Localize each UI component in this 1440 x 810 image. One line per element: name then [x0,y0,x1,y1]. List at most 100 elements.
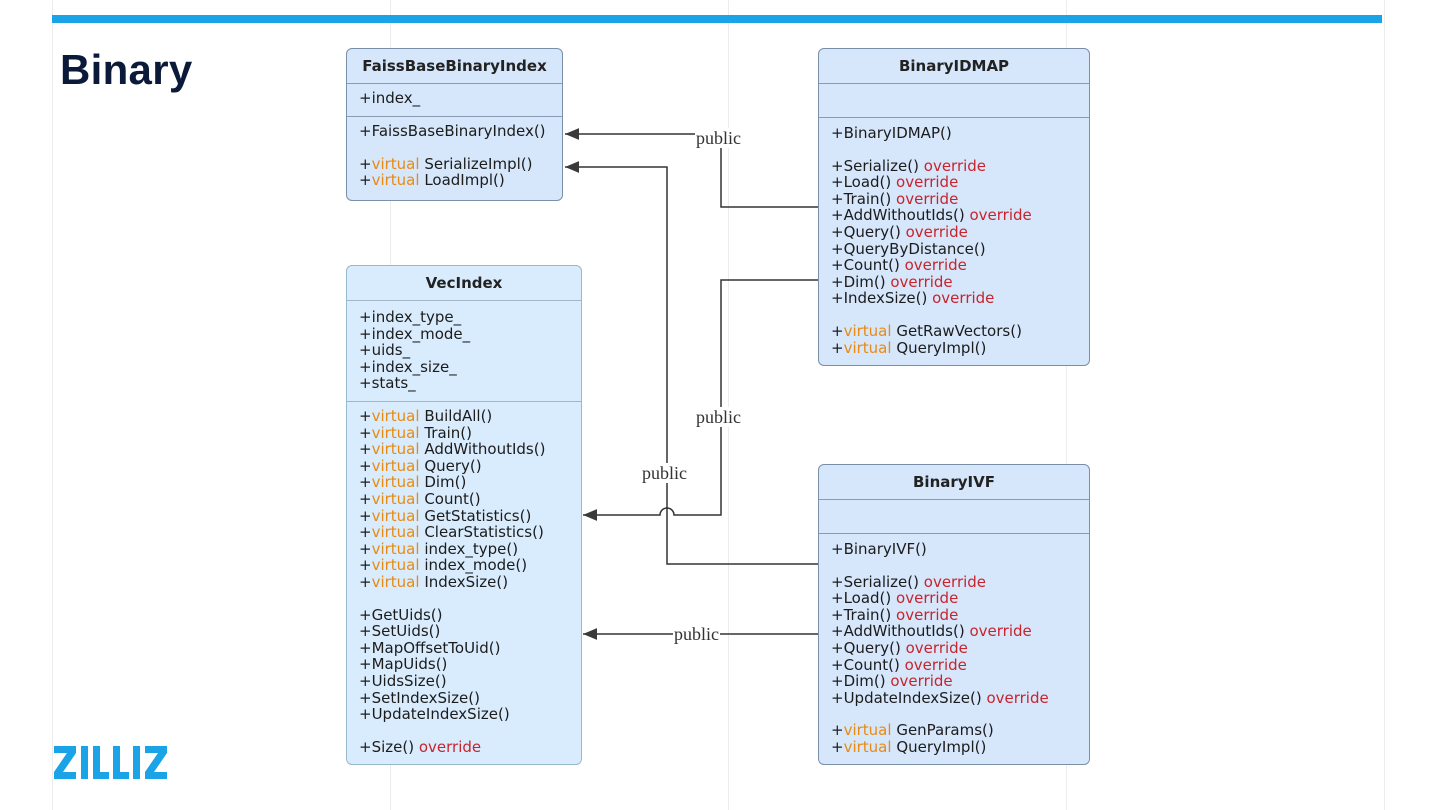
guide-line [1066,0,1067,810]
virtual-keyword: virtual [843,721,892,740]
attributes-section [819,499,1089,533]
class-name: FaissBaseBinaryIndex [362,57,547,75]
operation: +virtual Dim() [359,473,467,492]
override-keyword: override [919,572,987,591]
operation: +virtual ClearStatistics() [359,523,544,542]
top-accent-bar [52,15,1382,23]
override-keyword: override [899,256,967,275]
virtual-keyword: virtual [843,338,892,357]
attribute: +stats_ [359,374,416,393]
override-keyword: override [891,173,959,192]
override-keyword: override [919,156,987,175]
guide-line [1384,0,1385,810]
override-keyword: override [981,688,1049,707]
class-binary-ivf: BinaryIVF +BinaryIVF() +Serialize() over… [818,464,1090,765]
virtual-keyword: virtual [371,407,420,425]
edge-ivf-to-faissbase [565,161,818,565]
operation: +Size() override [359,737,482,756]
operation: +virtual GetRawVectors() [831,321,1022,340]
operation: +virtual AddWithoutIds() [359,440,546,459]
operation: +virtual BuildAll() [359,407,493,425]
virtual-keyword: virtual [371,171,420,190]
operation: +Dim() override [831,672,953,691]
attributes-section: +index_type_ +index_mode_ +uids_ +index_… [347,300,581,401]
override-keyword: override [900,222,968,241]
operation: +Count() override [831,256,967,275]
guide-line [52,0,53,810]
attribute: +index_mode_ [359,324,471,343]
attributes-section: +index_ [347,83,562,116]
operation: +SetUids() [359,622,441,641]
override-keyword: override [891,605,959,624]
class-name: VecIndex [425,274,503,292]
operation: +virtual GenParams() [831,721,994,740]
edge-label-public: public [641,463,688,483]
operation: +virtual Query() [359,456,482,475]
operations-section: +virtual BuildAll() +virtual Train() +vi… [347,401,581,755]
virtual-keyword: virtual [843,321,892,340]
operation: +virtual LoadImpl() [359,171,505,190]
operation: +virtual index_type() [359,539,519,558]
edge-idmap-to-faissbase [565,128,818,208]
virtual-keyword: virtual [371,154,420,173]
virtual-keyword: virtual [371,440,420,459]
attribute: +index_type_ [359,308,462,326]
operation: +FaissBaseBinaryIndex() [359,122,546,140]
virtual-keyword: virtual [371,539,420,558]
operation: +SetIndexSize() [359,688,480,707]
operation: +virtual SerializeImpl() [359,154,533,173]
operation: +Train() override [831,189,959,208]
virtual-keyword: virtual [371,473,420,492]
class-binary-idmap: BinaryIDMAP +BinaryIDMAP() +Serialize() … [818,48,1090,366]
operation: +Count() override [831,655,967,674]
operation: +virtual IndexSize() [359,572,509,591]
operation: +QueryByDistance() [831,239,986,258]
operation: +GetUids() [359,605,443,624]
operation: +virtual GetStatistics() [359,506,532,525]
operation: +UidsSize() [359,671,447,690]
operation: +Query() override [831,222,968,241]
guide-line [728,0,729,810]
operation: +Serialize() override [831,156,987,175]
operation: +virtual Train() [359,423,473,442]
edge-label-public: public [695,407,742,427]
operation: +Query() override [831,638,968,657]
operation: +Dim() override [831,272,953,291]
operation: +virtual QueryImpl() [831,338,987,357]
edge-label-public: public [695,128,742,148]
override-keyword: override [885,672,953,691]
operations-section: +BinaryIVF() +Serialize() override +Load… [819,533,1089,756]
operations-section: +BinaryIDMAP() +Serialize() override +Lo… [819,117,1089,356]
attribute: +index_ [359,89,421,107]
operation: +BinaryIVF() [831,540,927,558]
operation: +AddWithoutIds() override [831,622,1032,641]
override-keyword: override [885,272,953,291]
virtual-keyword: virtual [371,456,420,475]
virtual-keyword: virtual [843,737,892,756]
override-keyword: override [891,189,959,208]
edge-idmap-to-vecindex [583,279,818,521]
operation: +BinaryIDMAP() [831,124,952,142]
override-keyword: override [418,737,482,756]
operation: +IndexSize() override [831,289,995,308]
class-name: BinaryIDMAP [898,57,1010,75]
operation: +virtual index_mode() [359,556,528,575]
operation: +Train() override [831,605,959,624]
class-name: BinaryIVF [913,473,995,491]
virtual-keyword: virtual [371,423,420,442]
operation: +UpdateIndexSize() override [831,688,1049,707]
operation: +Serialize() override [831,572,987,591]
virtual-keyword: virtual [371,572,420,591]
override-keyword: override [927,289,995,308]
operation: +virtual Count() [359,489,481,508]
attributes-section [819,83,1089,117]
operation: +MapUids() [359,655,448,674]
override-keyword: override [900,638,968,657]
virtual-keyword: virtual [371,489,420,508]
virtual-keyword: virtual [371,556,420,575]
operation: +AddWithoutIds() override [831,206,1032,225]
virtual-keyword: virtual [371,523,420,542]
operation: +MapOffsetToUid() [359,638,501,657]
operation: +Load() override [831,173,959,192]
